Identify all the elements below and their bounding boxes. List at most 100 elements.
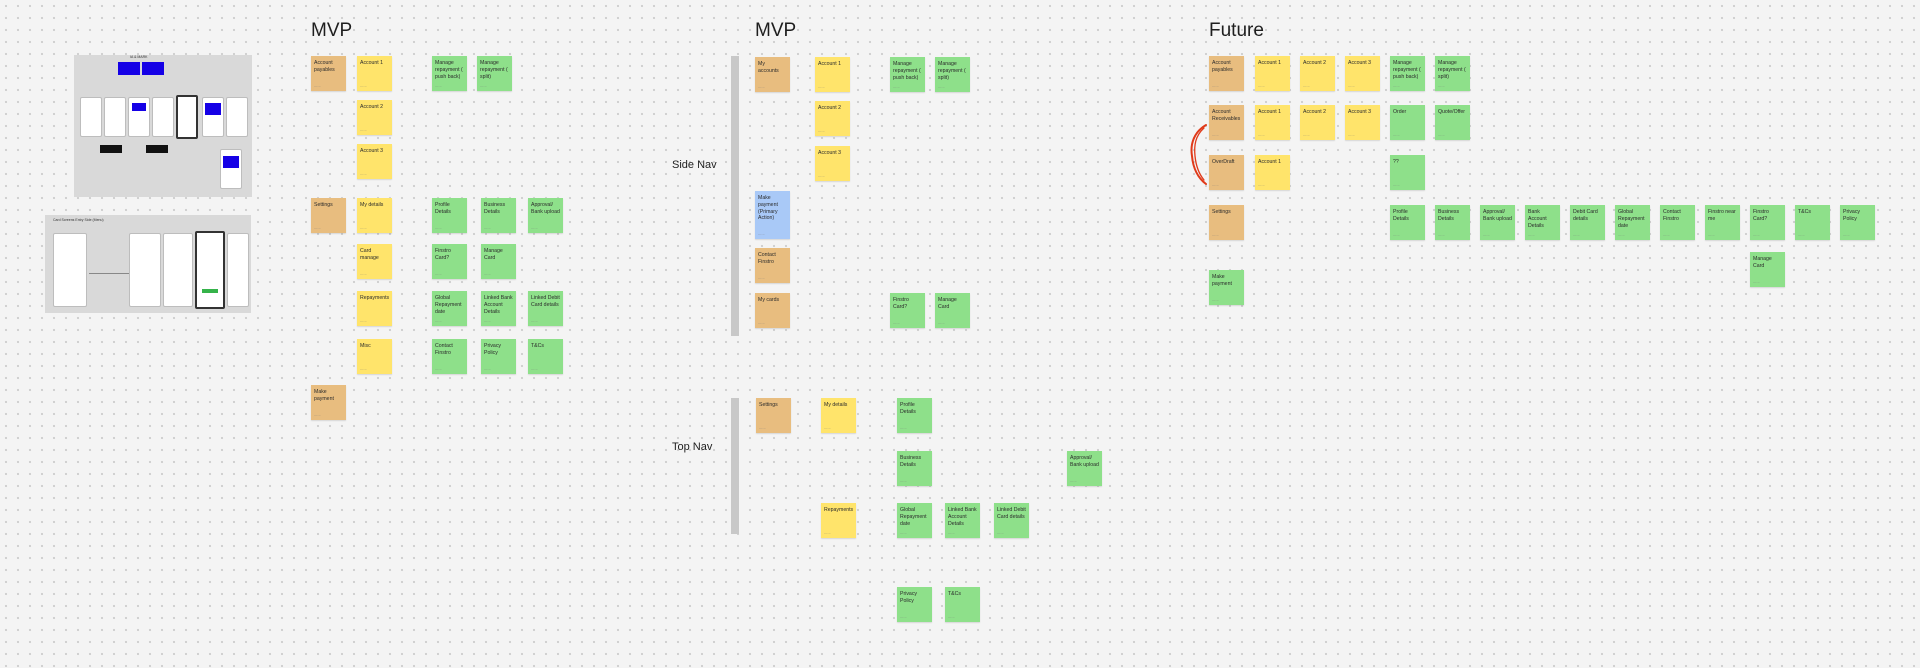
thumbnail-title: Card Screens Entry Side (Menu)	[53, 218, 104, 222]
sticky-contact-finstro[interactable]: Contact Finstro......	[1660, 205, 1695, 240]
dark-tile	[100, 145, 122, 153]
sticky-account-2[interactable]: Account 2......	[357, 100, 392, 135]
sticky-privacy-policy[interactable]: Privacy Policy......	[897, 587, 932, 622]
sticky-global-repayment-date[interactable]: Global Repayment date......	[432, 291, 467, 326]
side-nav-bar	[731, 56, 739, 336]
sticky-account-3[interactable]: Account 3......	[1345, 56, 1380, 91]
sticky-manage-repayment-split[interactable]: Manage repayment ( split)......	[477, 56, 512, 91]
phone-screen-selected	[195, 231, 225, 309]
sticky-approval-bank-upload[interactable]: Approval/ Bank upload......	[1480, 205, 1515, 240]
thumbnail-title: IA & MARK	[130, 55, 148, 59]
thumbnail-frame-card-screens[interactable]: Card Screens Entry Side (Menu)	[45, 215, 251, 313]
sticky-settings[interactable]: Settings......	[1209, 205, 1244, 240]
sticky-account-1[interactable]: Account 1......	[815, 57, 850, 92]
sticky-manage-repayment-push-back[interactable]: Manage repayment ( push back)......	[432, 56, 467, 91]
sticky-bank-account-details[interactable]: Bank Account Details......	[1525, 205, 1560, 240]
sticky-question[interactable]: ??......	[1390, 155, 1425, 190]
sticky-linked-debit-card[interactable]: Linked Debit Card details......	[528, 291, 563, 326]
sticky-repayments[interactable]: Repayments......	[357, 291, 392, 326]
phone-screen	[220, 149, 242, 189]
sticky-profile-details[interactable]: Profile Details......	[1390, 205, 1425, 240]
sticky-account-3[interactable]: Account 3......	[357, 144, 392, 179]
sticky-account-1[interactable]: Account 1......	[1255, 105, 1290, 140]
section-title-mvp: MVP	[311, 20, 353, 41]
sticky-account-receivables[interactable]: Account Receivables......	[1209, 105, 1244, 140]
phone-screen-selected	[176, 95, 198, 139]
sticky-account-3[interactable]: Account 3......	[1345, 105, 1380, 140]
sticky-repayments[interactable]: Repayments......	[821, 503, 856, 538]
sticky-linked-bank-account[interactable]: Linked Bank Account Details......	[481, 291, 516, 326]
sticky-global-repayment-date[interactable]: Global Repayment date......	[897, 503, 932, 538]
sticky-my-cards[interactable]: My cards......	[755, 293, 790, 328]
sticky-my-details[interactable]: My details......	[357, 198, 392, 233]
sticky-finstro-card[interactable]: Finstro Card?......	[1750, 205, 1785, 240]
sticky-profile-details[interactable]: Profile Details......	[897, 398, 932, 433]
section-title-mvp: MVP	[755, 20, 797, 41]
sticky-manage-card[interactable]: Manage Card......	[935, 293, 970, 328]
phone-screen	[128, 97, 150, 137]
sticky-account-2[interactable]: Account 2......	[1300, 56, 1335, 91]
sticky-account-payables[interactable]: Account payables......	[1209, 56, 1244, 91]
sticky-finstro-card[interactable]: Finstro Card?......	[432, 244, 467, 279]
sticky-account-1[interactable]: Account 1......	[1255, 56, 1290, 91]
sticky-privacy-policy[interactable]: Privacy Policy......	[481, 339, 516, 374]
sticky-debit-card-details[interactable]: Debit Card details......	[1570, 205, 1605, 240]
sticky-profile-details[interactable]: Profile Details......	[432, 198, 467, 233]
phone-screen	[202, 97, 224, 137]
sticky-approval-bank-upload[interactable]: Approval/ Bank upload......	[528, 198, 563, 233]
sticky-tcs[interactable]: T&Cs......	[1795, 205, 1830, 240]
sticky-tcs[interactable]: T&Cs......	[528, 339, 563, 374]
thumbnail-frame-ia[interactable]: IA & MARK	[74, 55, 252, 197]
phone-screen	[104, 97, 126, 137]
sticky-quote-offer[interactable]: Quote/Offer......	[1435, 105, 1470, 140]
sticky-global-repayment-date[interactable]: Global Repayment date......	[1615, 205, 1650, 240]
sticky-contact-finstro[interactable]: Contact Finstro......	[755, 248, 790, 283]
sticky-settings[interactable]: Settings......	[756, 398, 791, 433]
sticky-account-1[interactable]: Account 1......	[1255, 155, 1290, 190]
sticky-approval-bank-upload[interactable]: Approval/ Bank upload......	[1067, 451, 1102, 486]
sticky-business-details[interactable]: Business Details......	[1435, 205, 1470, 240]
sticky-overdraft[interactable]: OverDraft......	[1209, 155, 1244, 190]
side-nav-label: Side Nav	[672, 159, 717, 171]
phone-screen	[227, 233, 249, 307]
sticky-business-details[interactable]: Business Details......	[481, 198, 516, 233]
sticky-account-2[interactable]: Account 2......	[1300, 105, 1335, 140]
sticky-make-payment-primary[interactable]: Make payment (Primary Action)......	[755, 191, 790, 239]
sticky-make-payment[interactable]: Make payment......	[311, 385, 346, 420]
sticky-manage-card[interactable]: Manage Card......	[481, 244, 516, 279]
sticky-account-2[interactable]: Account 2......	[815, 101, 850, 136]
sticky-linked-debit-card[interactable]: Linked Debit Card details......	[994, 503, 1029, 538]
sticky-tcs[interactable]: T&Cs......	[945, 587, 980, 622]
sticky-account-payables[interactable]: Account payables......	[311, 56, 346, 91]
sticky-order[interactable]: Order......	[1390, 105, 1425, 140]
phone-screen	[226, 97, 248, 137]
sticky-contact-finstro[interactable]: Contact Finstro......	[432, 339, 467, 374]
section-title-future: Future	[1209, 20, 1264, 41]
sticky-finstro-card[interactable]: Finstro Card?......	[890, 293, 925, 328]
sticky-business-details[interactable]: Business Details......	[897, 451, 932, 486]
sticky-manage-repayment-push-back[interactable]: Manage repayment ( push back)......	[890, 57, 925, 92]
red-annotation-bracket	[1190, 124, 1207, 185]
sticky-privacy-policy[interactable]: Privacy Policy......	[1840, 205, 1875, 240]
sticky-finstro-near-me[interactable]: Finstro near me......	[1705, 205, 1740, 240]
sticky-manage-repayment-split[interactable]: Manage repayment ( split)......	[1435, 56, 1470, 91]
sticky-card-manage[interactable]: Card manage......	[357, 244, 392, 279]
top-nav-bar	[731, 398, 739, 534]
phone-screen	[152, 97, 174, 137]
connector-arrow	[89, 273, 129, 274]
sticky-manage-repayment-push-back[interactable]: Manage repayment ( push back)......	[1390, 56, 1425, 91]
dark-tile	[146, 145, 168, 153]
sticky-manage-card[interactable]: Manage Card......	[1750, 252, 1785, 287]
phone-screen	[80, 97, 102, 137]
sticky-misc[interactable]: Misc......	[357, 339, 392, 374]
phone-screen	[163, 233, 193, 307]
sticky-settings[interactable]: Settings......	[311, 198, 346, 233]
sticky-make-payment[interactable]: Make payment......	[1209, 270, 1244, 305]
sticky-my-accounts[interactable]: My accounts......	[755, 57, 790, 92]
sticky-account-3[interactable]: Account 3......	[815, 146, 850, 181]
sticky-manage-repayment-split[interactable]: Manage repayment ( split)......	[935, 57, 970, 92]
sticky-my-details[interactable]: My details......	[821, 398, 856, 433]
sticky-account-1[interactable]: Account 1......	[357, 56, 392, 91]
phone-screen	[129, 233, 161, 307]
sticky-linked-bank-account[interactable]: Linked Bank Account Details......	[945, 503, 980, 538]
